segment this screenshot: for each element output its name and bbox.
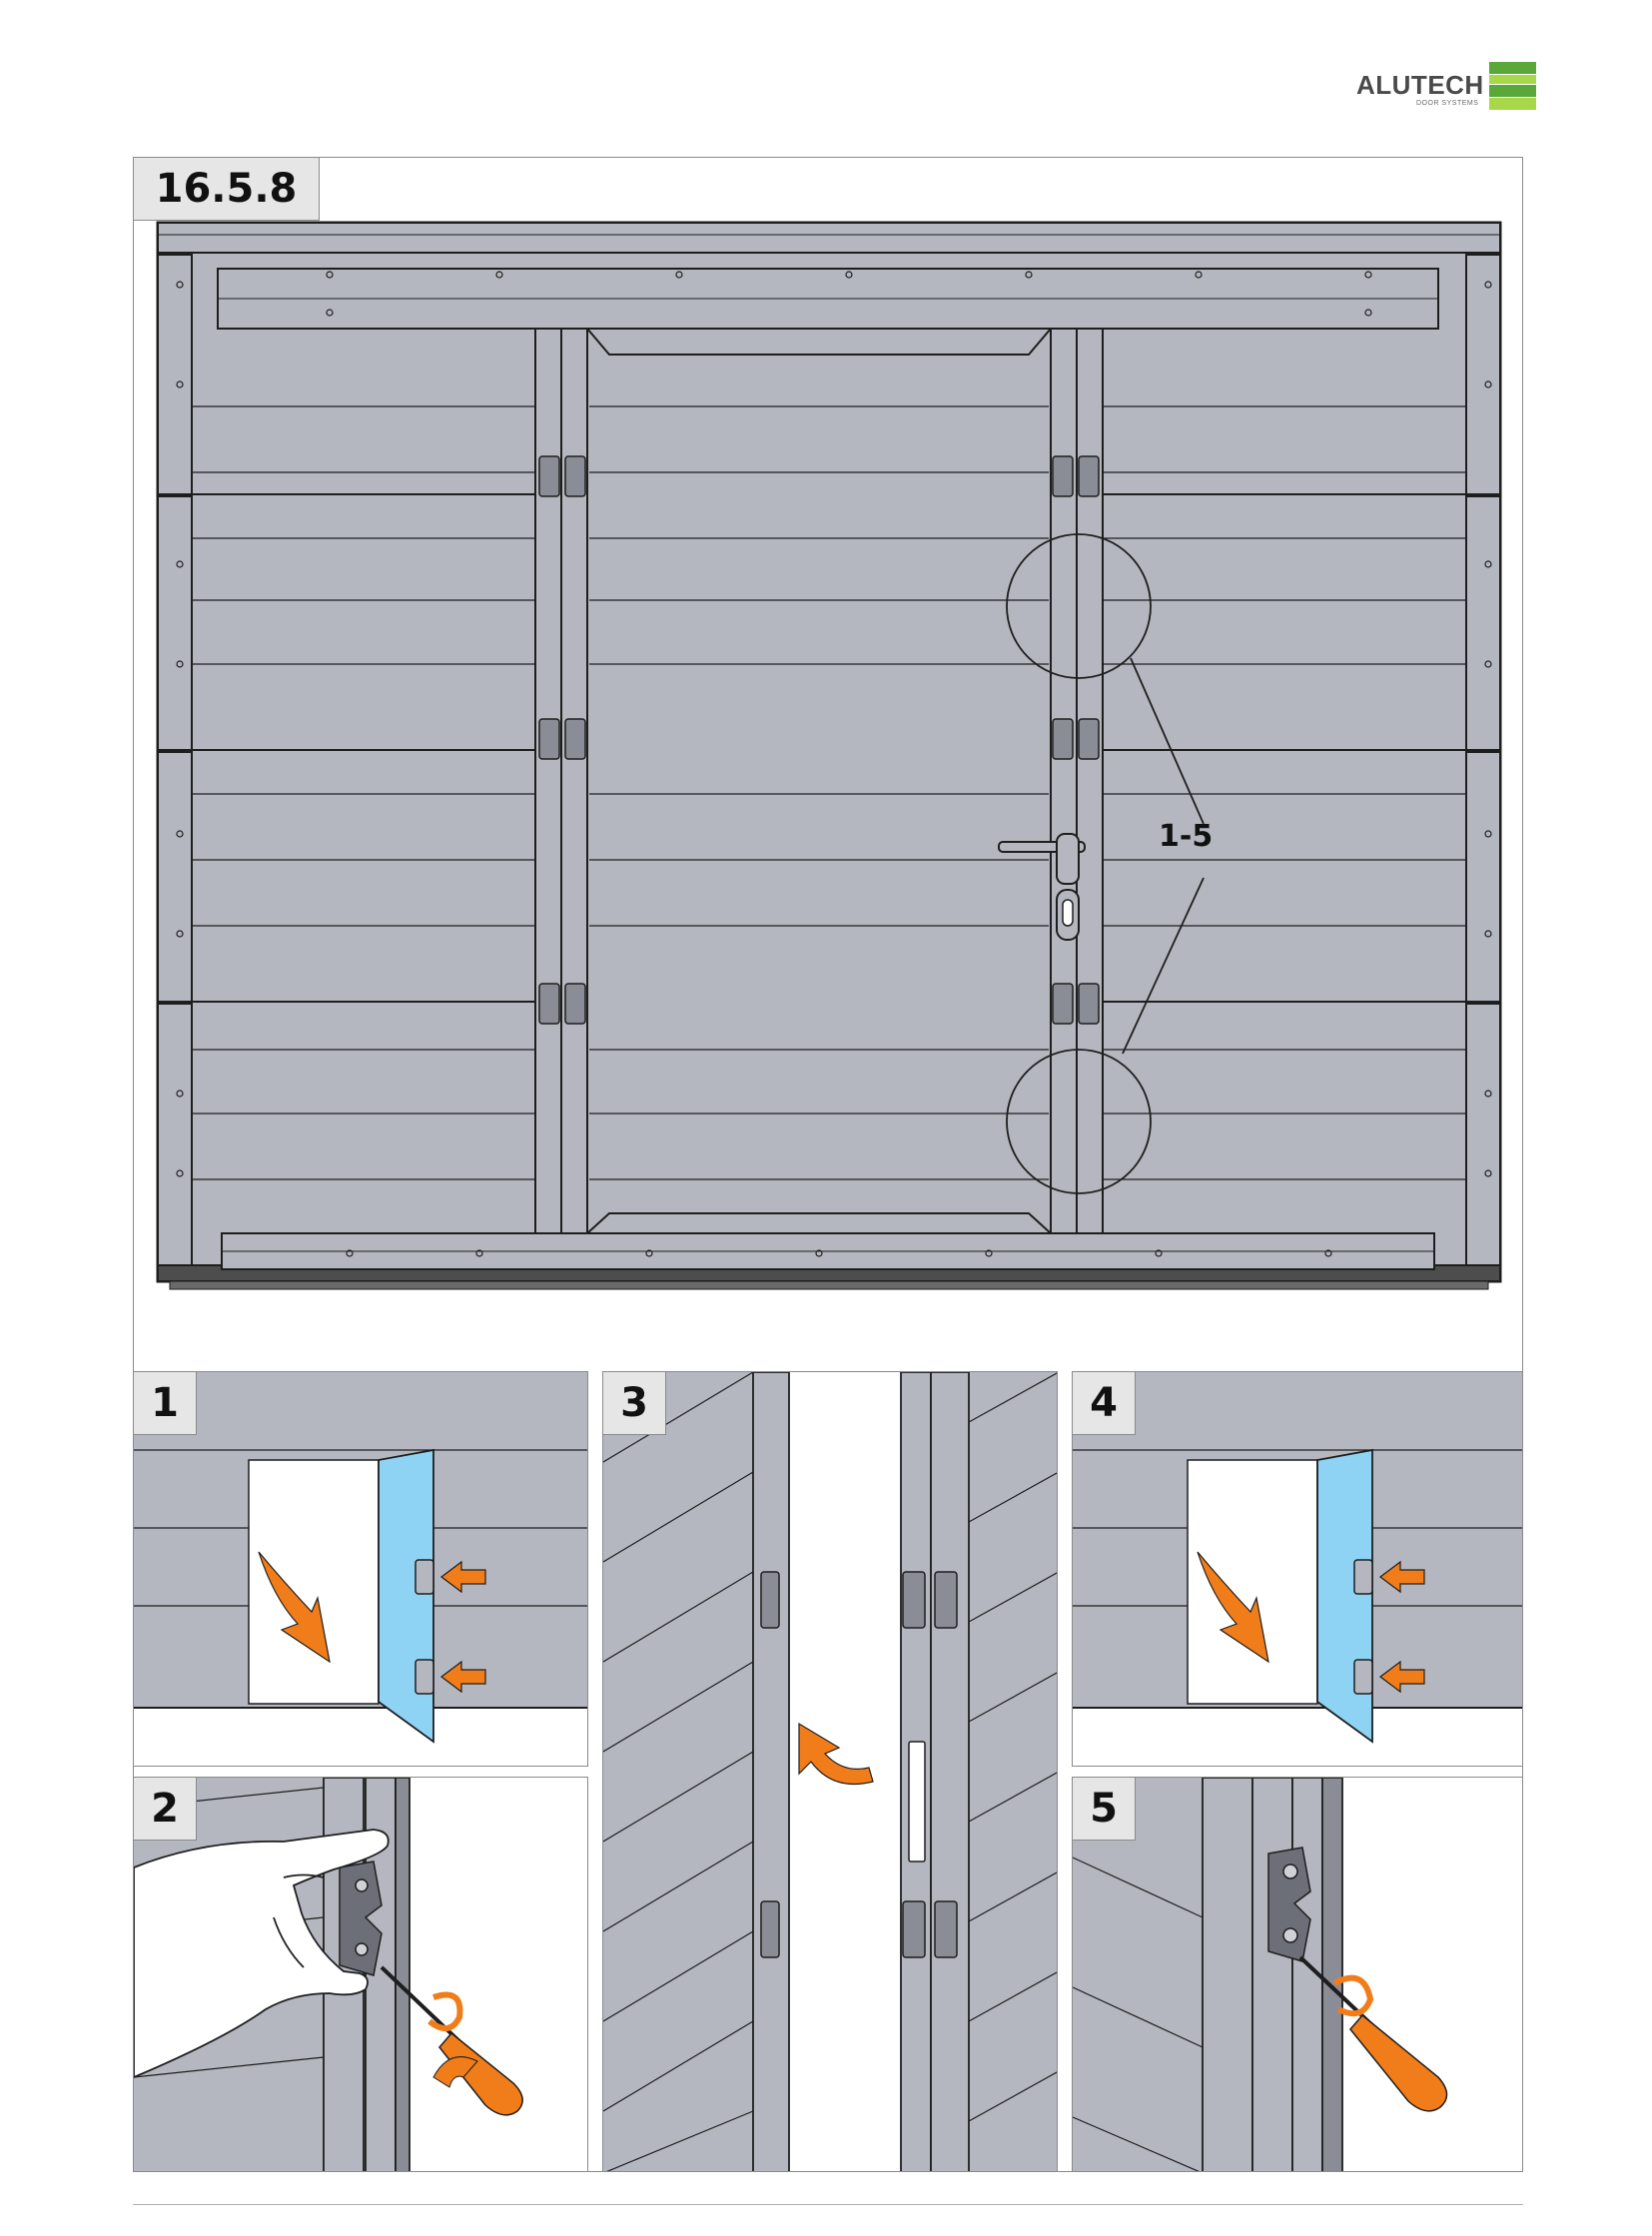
brand-logo: ALUTECH DOOR SYSTEMS — [1356, 60, 1536, 112]
hinge-icon — [1267, 1847, 1311, 1962]
footer-divider — [133, 2204, 1523, 2205]
step-5-drawing — [1073, 1778, 1522, 2171]
step-3-panel: 3 — [602, 1371, 1058, 2172]
step-2-drawing — [134, 1778, 587, 2171]
step-5-panel: 5 — [1072, 1777, 1523, 2172]
brand-stripes-icon — [1489, 62, 1536, 110]
step-4-panel: 4 — [1072, 1371, 1523, 1767]
step-2-panel: 2 — [133, 1777, 588, 2172]
hinge-icon — [339, 1861, 383, 1976]
step-1-label: 1 — [134, 1372, 197, 1435]
brand-tagline: DOOR SYSTEMS — [1416, 100, 1479, 107]
arrow-icon — [798, 1722, 874, 1786]
brand-name: ALUTECH — [1356, 70, 1484, 100]
screwdriver-icon — [380, 1965, 523, 2116]
door-handle-icon — [998, 833, 1086, 941]
section-number: 16.5.8 — [134, 158, 320, 221]
door-overview-drawing — [156, 221, 1502, 1290]
callout-circles — [1006, 533, 1205, 1194]
step-1-panel: 1 — [133, 1371, 588, 1767]
step-4-label: 4 — [1073, 1372, 1136, 1435]
step-4-drawing — [1073, 1372, 1522, 1744]
arrow-icon — [1197, 1551, 1425, 1694]
arrow-icon — [258, 1551, 486, 1694]
step-3-drawing — [603, 1372, 1057, 2171]
step-2-label: 2 — [134, 1778, 197, 1841]
screwdriver-icon — [1298, 1955, 1448, 2112]
callout-label: 1-5 — [1159, 819, 1214, 854]
step-3-label: 3 — [603, 1372, 666, 1435]
step-1-drawing — [134, 1372, 587, 1744]
step-5-label: 5 — [1073, 1778, 1136, 1841]
hand-icon — [134, 1829, 390, 2078]
